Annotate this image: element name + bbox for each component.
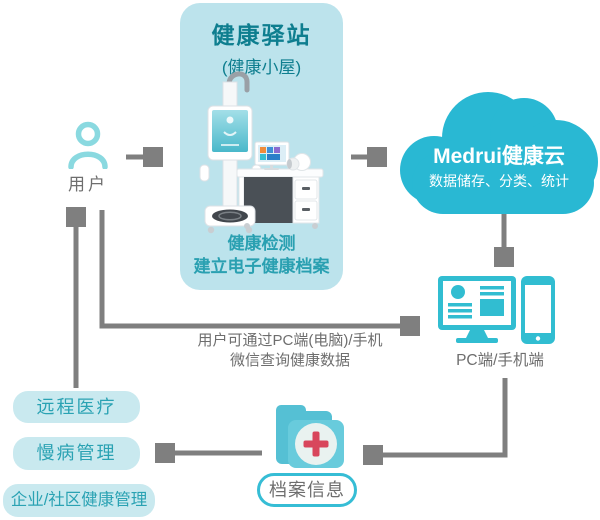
service-pill-chronic-disease: 慢病管理 — [13, 437, 140, 470]
query-annotation-line1: 用户可通过PC端(电脑)/手机 — [197, 332, 383, 349]
query-annotation: 用户可通过PC端(电脑)/手机 微信查询健康数据 — [155, 331, 425, 371]
service-pill-enterprise-community: 企业/社区健康管理 — [3, 484, 155, 517]
station-caption-line2: 建立电子健康档案 — [193, 257, 330, 277]
cloud-title: Medrui健康云 — [433, 144, 565, 168]
station-title: 健康驿站 — [211, 22, 312, 48]
arrow-devices-to-archive — [378, 378, 508, 455]
cloud-icon: Medrui健康云 数据储存、分类、统计 — [400, 92, 598, 214]
health-station-panel: 健康驿站 (健康小屋) — [180, 3, 343, 290]
folder-medical-icon — [276, 405, 344, 468]
monitor-icon — [438, 276, 516, 343]
query-annotation-line2: 微信查询健康数据 — [229, 351, 350, 369]
archive-label: 档案信息 — [257, 473, 357, 507]
health-kiosk-illustration — [199, 71, 324, 234]
user-label: 用户 — [68, 175, 108, 194]
user-icon — [68, 121, 108, 169]
cloud-subtitle: 数据储存、分类、统计 — [429, 173, 569, 189]
phone-icon — [521, 276, 555, 344]
service-pill-telemedicine: 远程医疗 — [13, 391, 140, 423]
station-caption: 健康检测 建立电子健康档案 — [180, 233, 343, 279]
devices-label: PC端/手机端 — [456, 352, 544, 369]
station-caption-line1: 健康检测 — [227, 234, 296, 254]
